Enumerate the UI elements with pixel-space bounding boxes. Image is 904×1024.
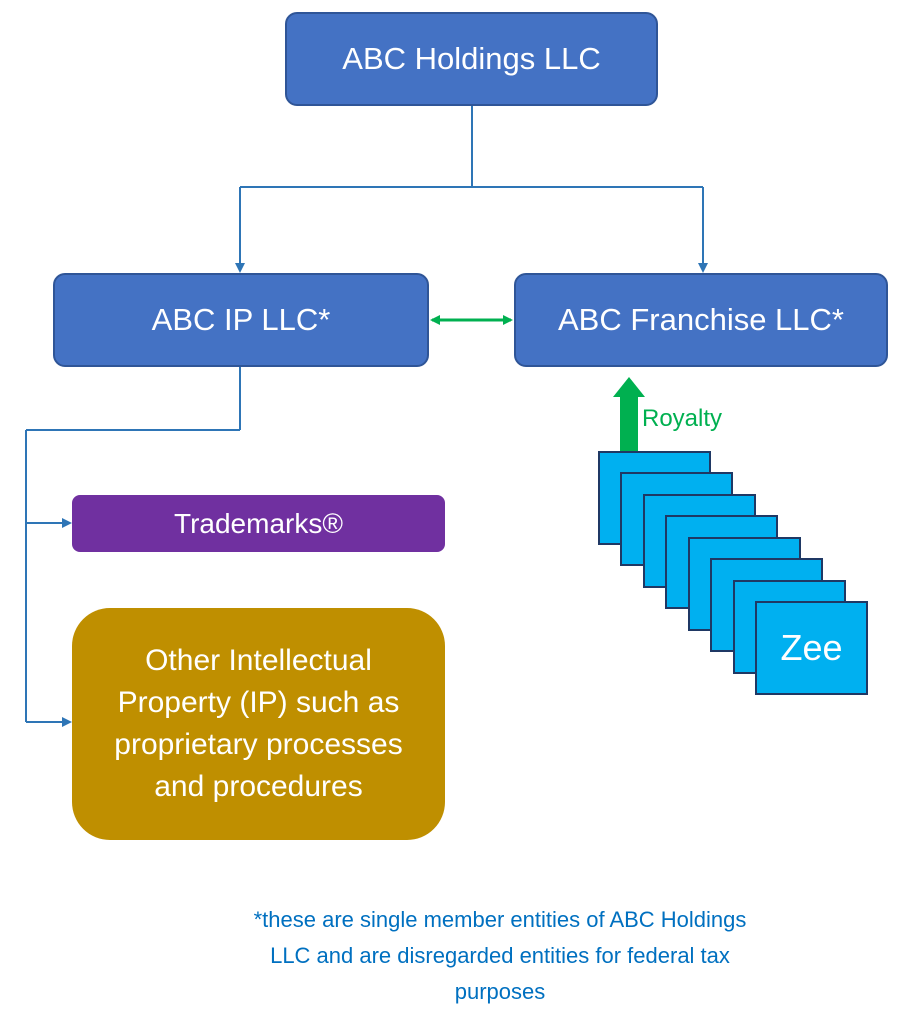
holdings-to-subsidiaries-connector — [235, 106, 708, 273]
ip-llc-label: ABC IP LLC* — [151, 302, 331, 337]
zee-label: Zee — [780, 627, 843, 668]
franchise-llc-node: ABC Franchise LLC* — [514, 273, 888, 367]
holdings-node: ABC Holdings LLC — [285, 12, 658, 106]
other-ip-node: Other Intellectual Property (IP) such as… — [72, 608, 445, 840]
royalty-label: Royalty — [642, 405, 723, 432]
other-ip-label: Other Intellectual Property (IP) such as… — [114, 644, 403, 803]
royalty-arrow — [613, 377, 645, 453]
footnote: *these are single member entities of ABC… — [253, 907, 747, 1004]
trademarks-label: Trademarks® — [174, 507, 343, 539]
trademarks-node: Trademarks® — [72, 495, 445, 552]
zee-card-front — [755, 601, 868, 695]
ip-llc-node: ABC IP LLC* — [53, 273, 429, 367]
franchise-llc-label: ABC Franchise LLC* — [557, 302, 844, 337]
ip-to-assets-connector — [25, 367, 241, 727]
holdings-label: ABC Holdings LLC — [342, 41, 601, 76]
